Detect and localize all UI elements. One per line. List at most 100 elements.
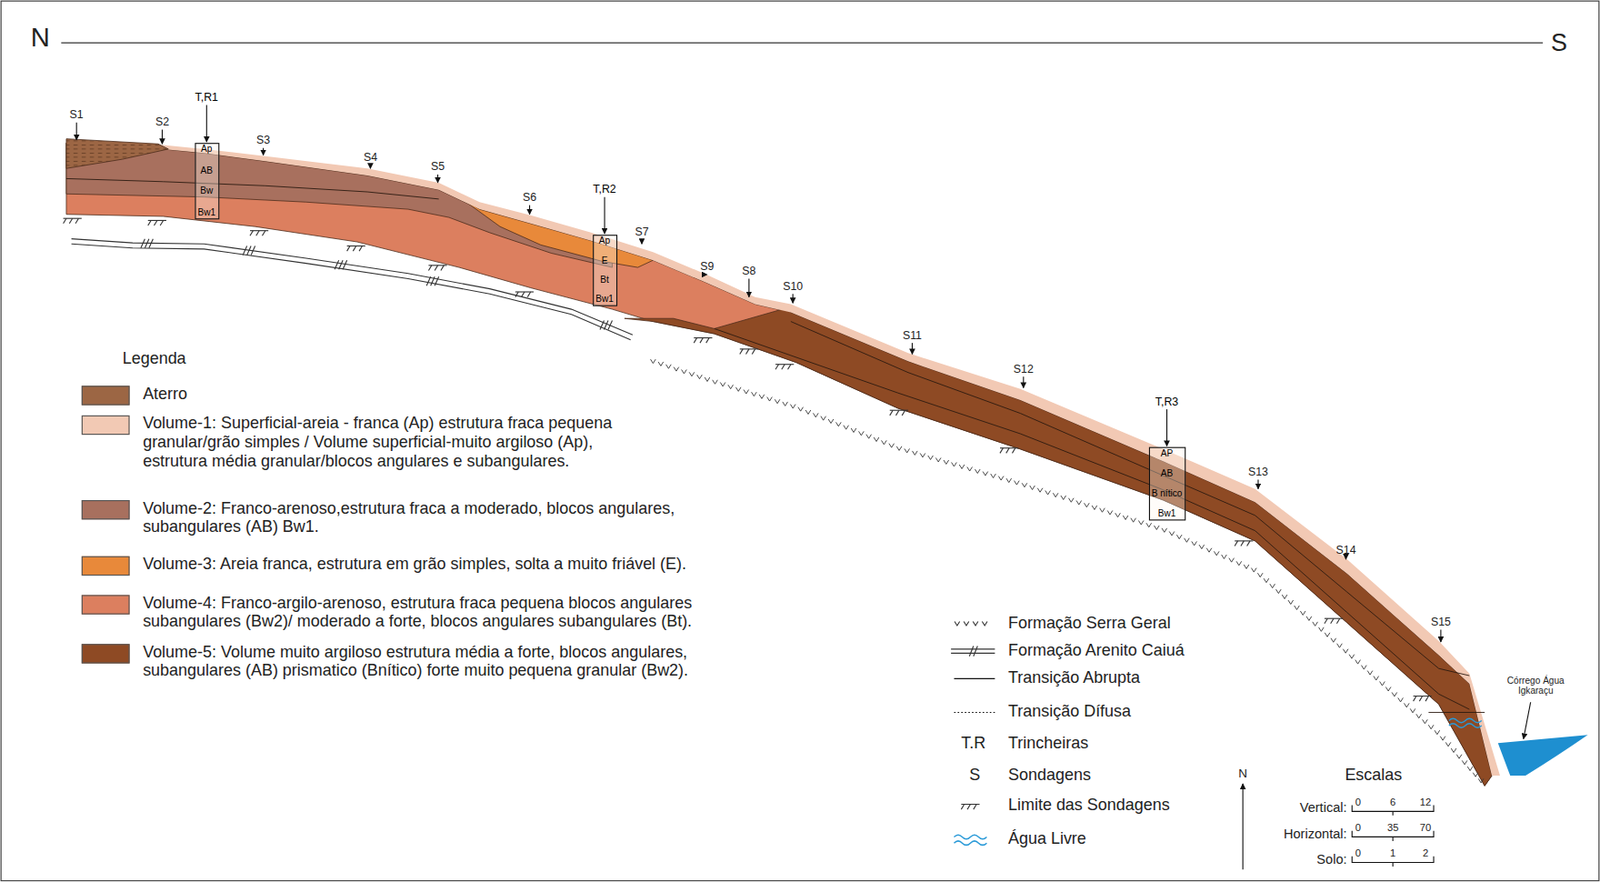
legend-symbols bbox=[950, 621, 995, 846]
limit-tick bbox=[515, 291, 519, 298]
serra-geral-mark bbox=[1169, 530, 1175, 535]
serra-geral-mark bbox=[681, 369, 688, 373]
serra-geral-line bbox=[650, 359, 1484, 783]
serra-geral-mark bbox=[798, 407, 804, 411]
limit-tick bbox=[1000, 448, 1003, 454]
sounding-label: S5 bbox=[430, 160, 445, 173]
arenito-slash bbox=[434, 276, 439, 286]
sounding-label: S8 bbox=[741, 264, 756, 278]
serra-geral-mark bbox=[1161, 528, 1168, 532]
serra-geral-mark bbox=[1312, 621, 1319, 626]
trench-label: T,R3 bbox=[1155, 394, 1179, 407]
arenito-slash bbox=[334, 260, 339, 270]
trench-label: T,R2 bbox=[592, 182, 616, 195]
serra-geral-mark bbox=[658, 361, 664, 366]
serra-geral-mark bbox=[650, 359, 657, 363]
serra-geral-mark bbox=[1030, 485, 1036, 490]
sounding-arrow bbox=[640, 240, 642, 244]
limit-tick bbox=[63, 218, 67, 224]
scale-name: Horizontal: bbox=[1283, 826, 1348, 842]
serra-geral-mark bbox=[689, 371, 695, 376]
legend-swatch bbox=[81, 594, 130, 614]
serra-geral-mark bbox=[774, 399, 780, 403]
horizon-label: AB bbox=[1160, 469, 1173, 480]
legend-text: Volume-4: Franco-argilo-arenoso, estrutu… bbox=[142, 593, 766, 631]
legend-text: Volume-5: Volume muito argiloso estrutur… bbox=[142, 642, 766, 680]
horizon-label: B nítico bbox=[1151, 489, 1183, 500]
sounding-arrow bbox=[911, 342, 913, 354]
serra-geral-mark bbox=[1236, 560, 1242, 565]
scale-bars bbox=[1351, 805, 1434, 867]
limit-tick bbox=[788, 364, 791, 370]
trench-label: T,R1 bbox=[195, 90, 219, 103]
serra-geral-sample bbox=[981, 621, 988, 626]
limit-tick bbox=[1240, 540, 1244, 547]
legend-text: Sondagens bbox=[1008, 765, 1091, 785]
trench-arrow bbox=[206, 105, 208, 142]
serra-geral-mark bbox=[1324, 632, 1330, 637]
scale-name: Solo: bbox=[1316, 851, 1347, 868]
arenito-slash bbox=[603, 320, 608, 330]
sounding-arrow bbox=[1440, 630, 1441, 642]
serra-geral-sample bbox=[954, 621, 960, 626]
serra-geral-mark bbox=[1084, 502, 1090, 507]
limit-tick bbox=[434, 265, 438, 271]
arenito-sample bbox=[969, 646, 973, 657]
serra-geral-mark bbox=[1361, 665, 1368, 670]
serra-geral-mark bbox=[743, 390, 750, 394]
horizon-label: Ap bbox=[200, 144, 212, 155]
serra-geral-mark bbox=[850, 428, 857, 432]
serra-geral-mark bbox=[982, 471, 989, 476]
serra-geral-mark bbox=[1146, 522, 1152, 527]
limit-tick bbox=[781, 364, 785, 370]
legend-symbol-text: T.R bbox=[960, 733, 986, 753]
sounding-label: S15 bbox=[1430, 615, 1451, 629]
scale-number: 35 bbox=[1387, 821, 1399, 834]
limit-tick bbox=[1425, 696, 1429, 702]
serra-geral-mark bbox=[859, 430, 865, 435]
legend-text: Trincheiras bbox=[1008, 733, 1089, 753]
serra-geral-mark bbox=[1006, 478, 1012, 482]
serra-geral-mark bbox=[1478, 778, 1484, 782]
limit-tick bbox=[973, 803, 977, 810]
sounding-label: S4 bbox=[363, 150, 378, 164]
serra-geral-mark bbox=[928, 455, 934, 460]
compass-label: S bbox=[1550, 28, 1568, 57]
serra-geral-mark bbox=[1130, 518, 1137, 522]
serra-geral-mark bbox=[1045, 490, 1051, 494]
sounding-arrow bbox=[161, 130, 163, 145]
scale-number: 0 bbox=[1355, 847, 1361, 860]
sounding-label: S9 bbox=[700, 260, 714, 273]
serra-geral-mark bbox=[751, 391, 758, 396]
serra-geral-mark bbox=[1434, 730, 1440, 734]
sounding-arrow bbox=[748, 278, 750, 297]
serra-geral-mark bbox=[1456, 754, 1462, 759]
arrows bbox=[76, 105, 1530, 870]
serra-geral-mark bbox=[735, 387, 741, 391]
limit-tick bbox=[347, 246, 350, 252]
serra-geral-sample bbox=[963, 621, 970, 626]
limit-tick bbox=[1011, 448, 1015, 454]
arenito-slash bbox=[140, 239, 145, 249]
limit-tick bbox=[1330, 618, 1334, 624]
sounding-label: S6 bbox=[522, 190, 537, 204]
serra-geral-mark bbox=[836, 421, 842, 426]
serra-geral-mark bbox=[959, 464, 965, 469]
horizon-label: AB bbox=[200, 165, 213, 176]
legend-text: Limite das Sondagens bbox=[1008, 796, 1170, 816]
sounding-label: S13 bbox=[1248, 465, 1269, 479]
abrupt-sample bbox=[953, 678, 995, 680]
serra-geral-mark bbox=[828, 419, 834, 423]
legend-text: Transição Dífusa bbox=[1008, 701, 1131, 721]
aterro bbox=[66, 139, 169, 170]
arenito-sample bbox=[973, 646, 978, 657]
serra-geral-mark bbox=[1288, 600, 1294, 604]
sounding-arrow bbox=[1022, 376, 1024, 388]
serra-geral-mark bbox=[820, 416, 827, 420]
serra-geral-mark bbox=[1138, 520, 1144, 524]
serra-geral-mark bbox=[881, 440, 888, 444]
limit-tick bbox=[153, 220, 157, 226]
serra-geral-mark bbox=[1410, 708, 1416, 712]
serra-geral-mark bbox=[951, 461, 958, 466]
sounding-arrow bbox=[76, 122, 78, 140]
